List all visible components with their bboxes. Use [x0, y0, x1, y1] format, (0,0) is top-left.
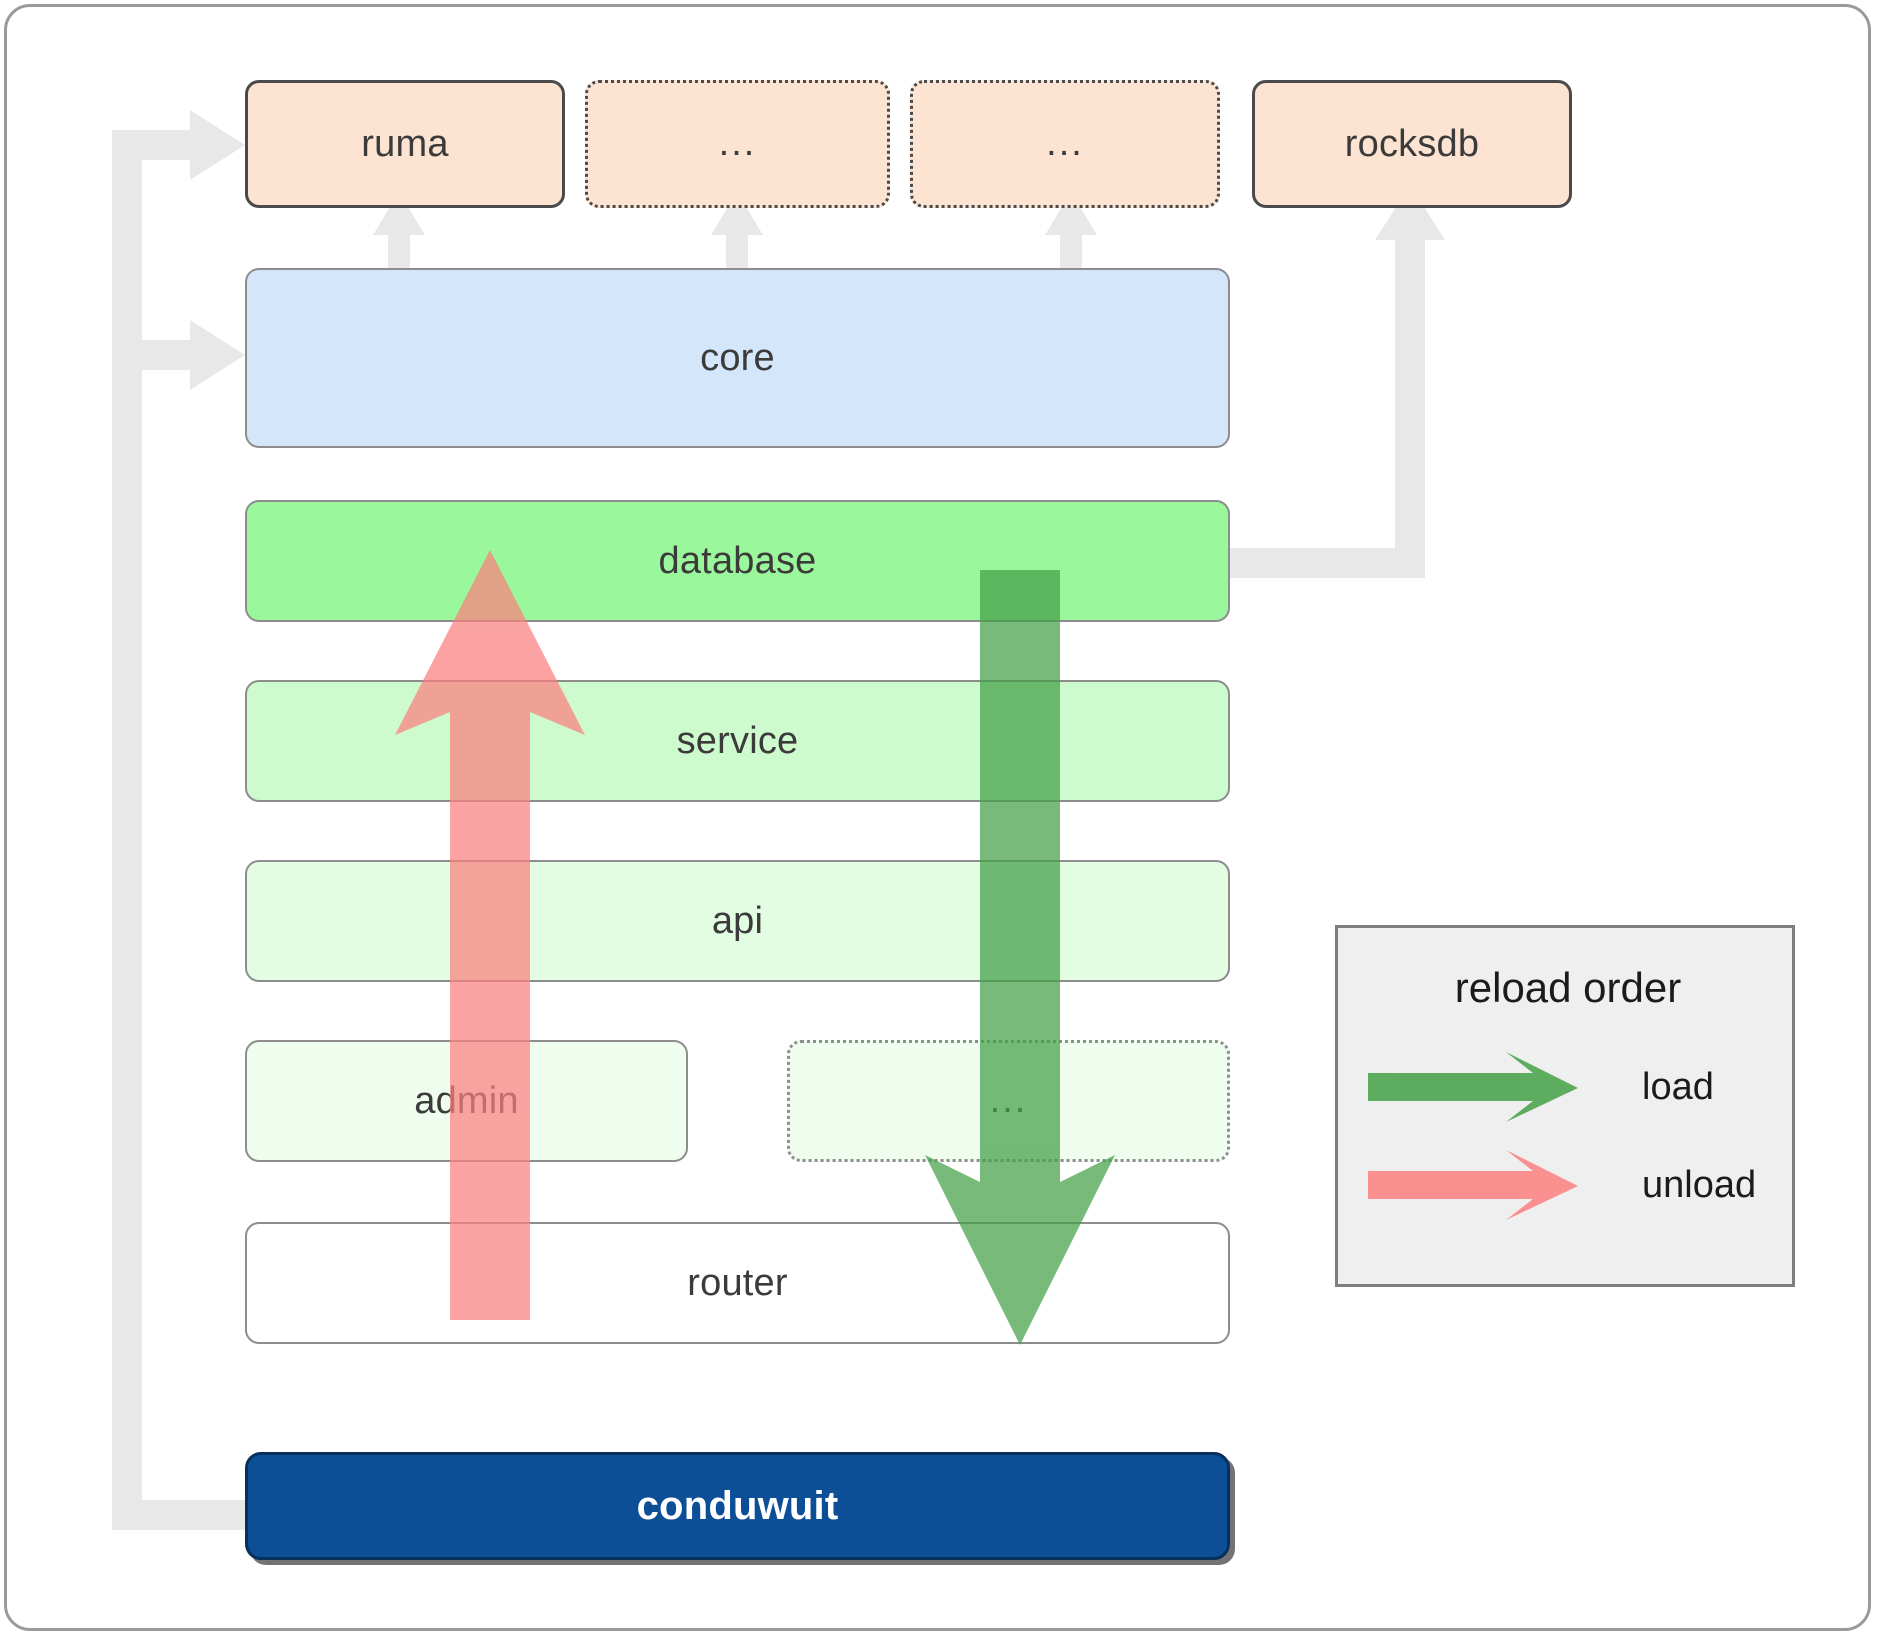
layer-label-admin: admin	[414, 1079, 519, 1122]
legend-load-swatch	[1368, 1052, 1578, 1122]
legend-label-unload: unload	[1642, 1164, 1757, 1206]
legend-title: reload order	[1454, 964, 1682, 1011]
layer-box-ellipsis[interactable]: ...	[787, 1040, 1230, 1162]
dependency-box-ellipsis-2[interactable]: ...	[910, 80, 1220, 208]
layer-box-api[interactable]: api	[245, 860, 1230, 982]
layer-label-database: database	[658, 539, 817, 582]
layer-label-api: api	[711, 899, 764, 942]
legend-arrow-swatches	[1368, 1052, 1578, 1220]
layer-label-ellipsis: ...	[989, 1079, 1028, 1122]
legend-unload-swatch	[1368, 1150, 1578, 1220]
layer-box-service[interactable]: service	[245, 680, 1230, 802]
dependency-label-ellipsis-1: ...	[718, 122, 757, 165]
dependency-label-ruma: ruma	[361, 122, 449, 165]
binary-label-conduwuit: conduwuit	[636, 1483, 839, 1528]
layer-box-admin[interactable]: admin	[245, 1040, 688, 1162]
dependency-box-ruma[interactable]: ruma	[245, 80, 565, 208]
layer-label-router: router	[687, 1261, 788, 1304]
binary-box-conduwuit[interactable]: conduwuit	[245, 1452, 1230, 1560]
dependency-box-ellipsis-1[interactable]: ...	[585, 80, 890, 208]
diagram-frame	[4, 4, 1871, 1631]
legend-panel: reload order load unload	[1335, 925, 1795, 1287]
layer-box-database[interactable]: database	[245, 500, 1230, 622]
layer-box-core[interactable]: core	[245, 268, 1230, 448]
layer-label-core: core	[700, 336, 775, 379]
dependency-label-ellipsis-2: ...	[1046, 122, 1084, 165]
dependency-label-rocksdb: rocksdb	[1344, 122, 1480, 165]
dependency-box-rocksdb[interactable]: rocksdb	[1252, 80, 1572, 208]
layer-label-service: service	[676, 719, 799, 762]
legend-label-load: load	[1642, 1066, 1714, 1108]
layer-box-router[interactable]: router	[245, 1222, 1230, 1344]
